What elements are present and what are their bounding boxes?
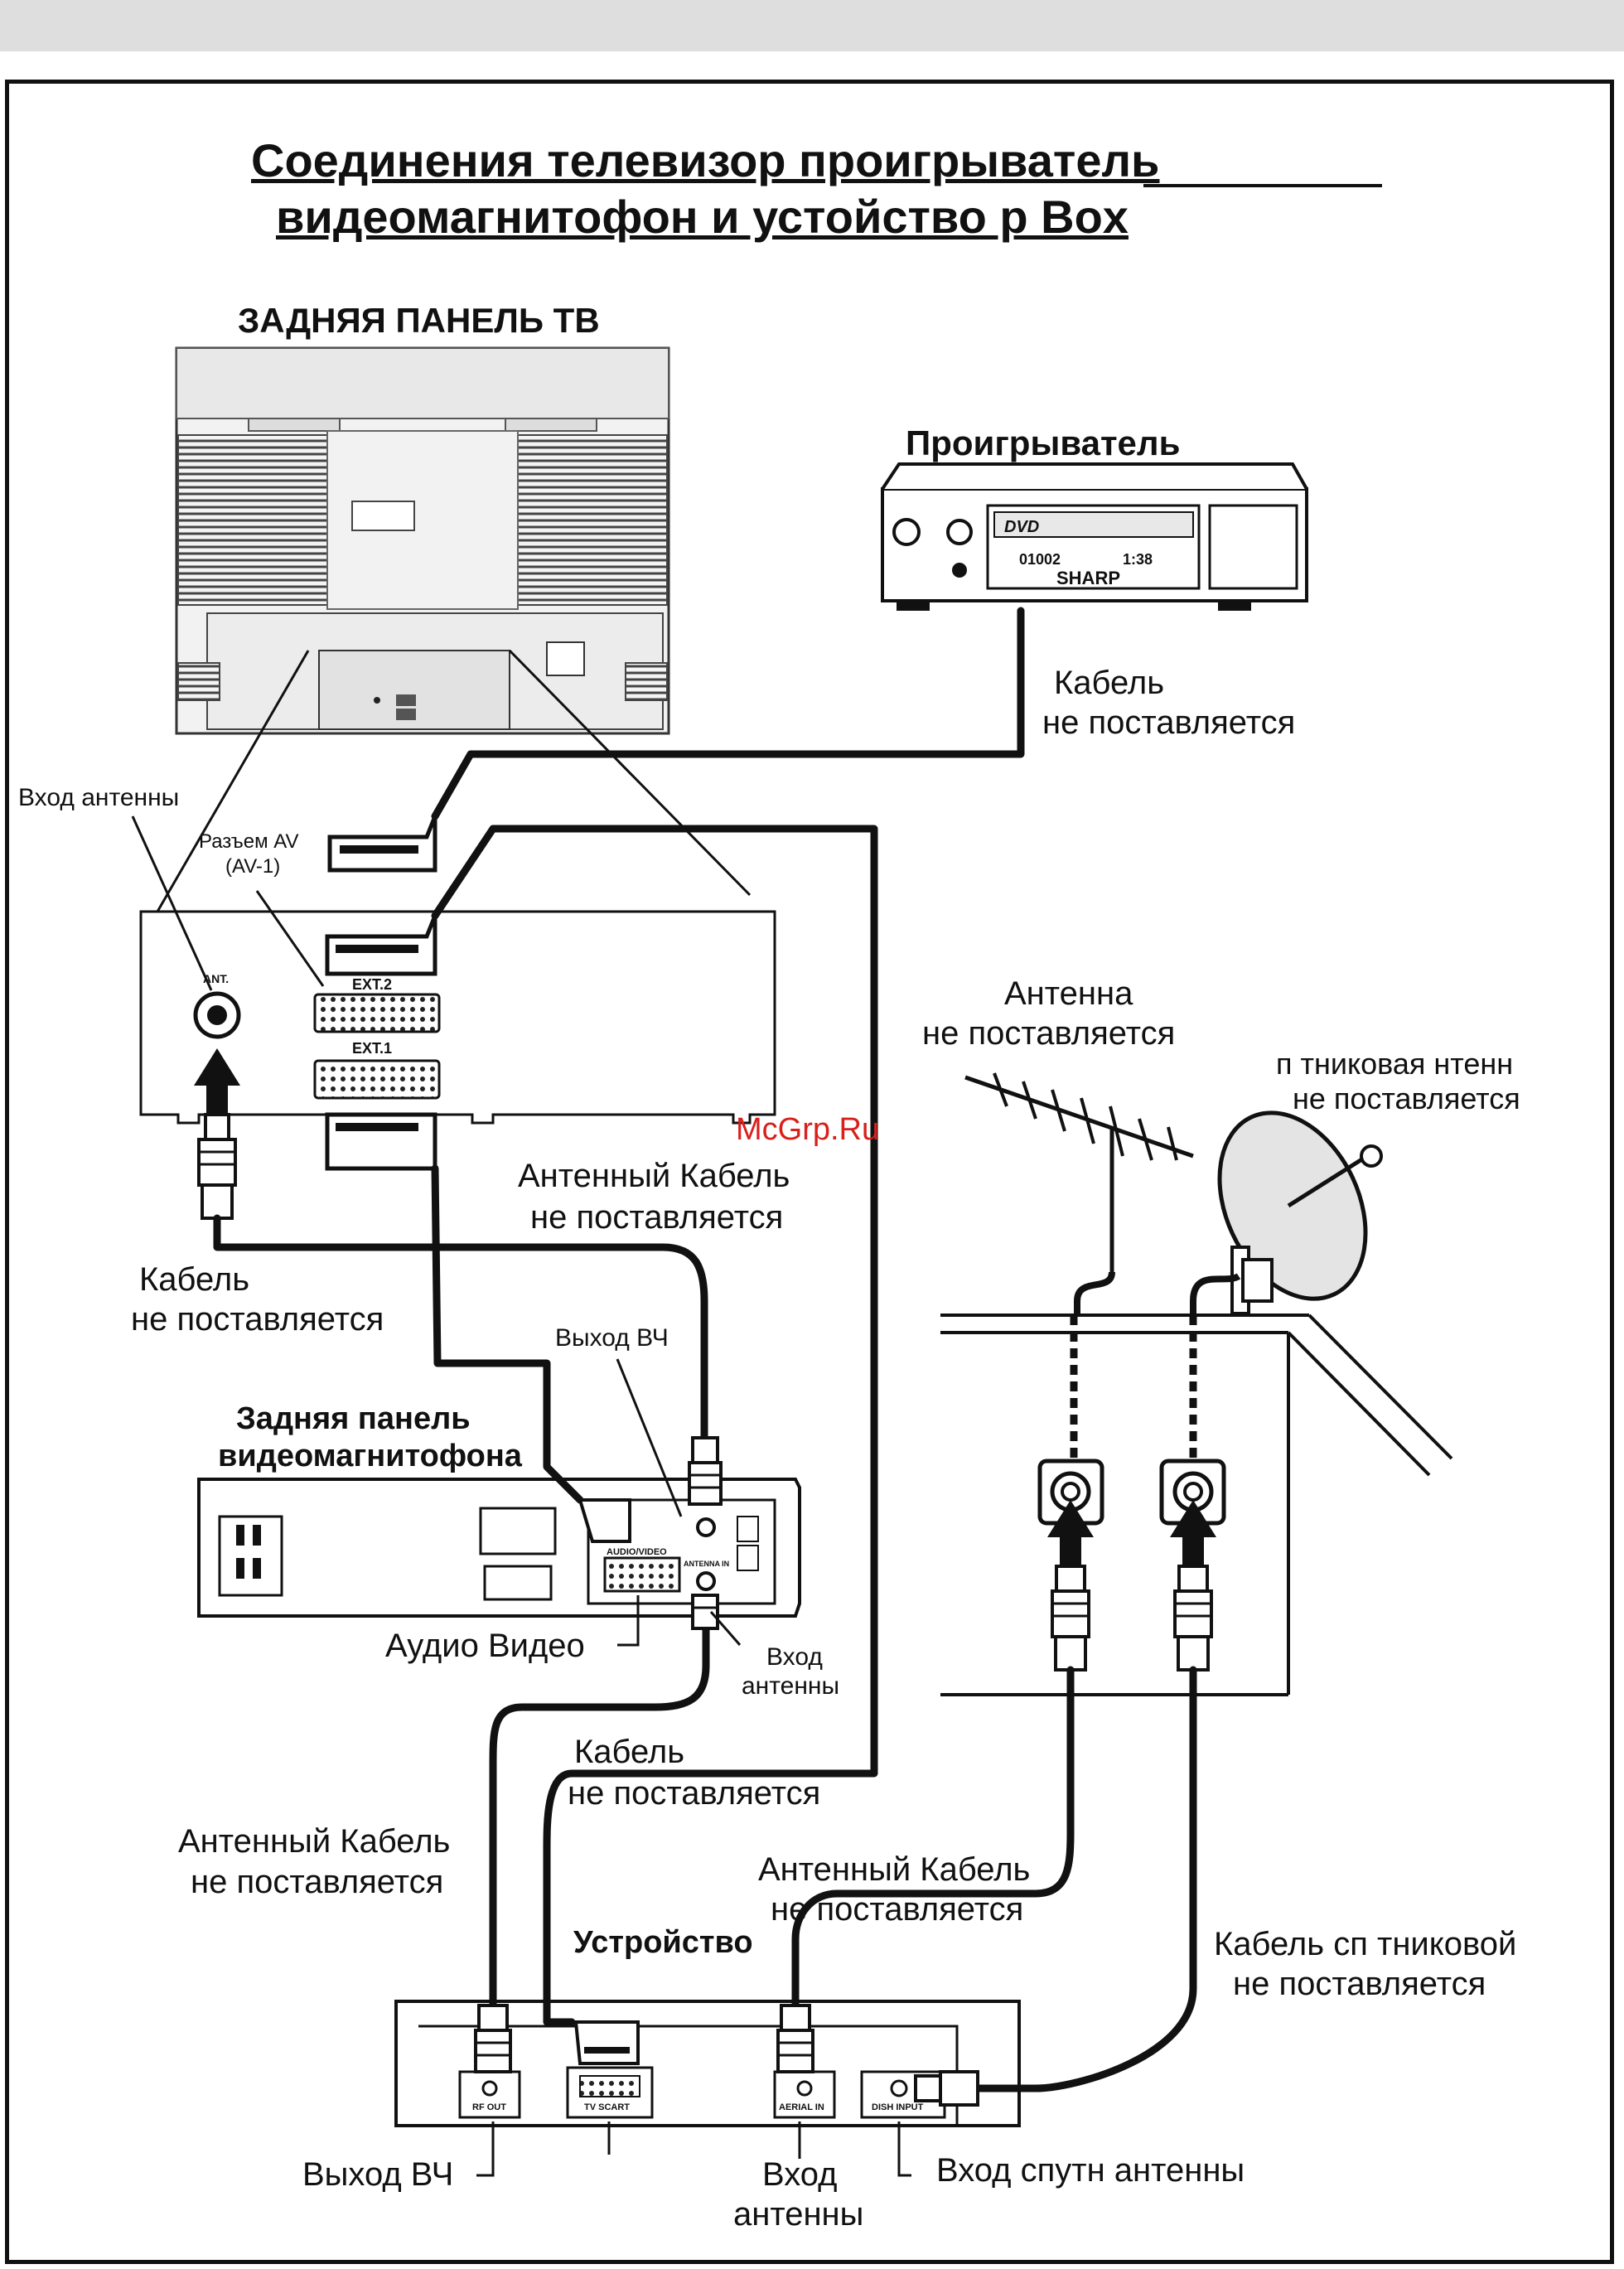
vcr-av-panel-label: AUDIO/VIDEO xyxy=(607,1547,667,1557)
tv-cable-line-1: Кабель xyxy=(139,1261,250,1298)
left-antenna-cable-line-2: не поставляется xyxy=(191,1864,444,1900)
cable-stb-dish-to-wall xyxy=(974,1666,1197,2092)
title-line-1: Соединения телевизор проигрыватель xyxy=(251,134,1160,186)
title-line-2: видеомагнитофон и устойство р Box xyxy=(276,191,1129,243)
vcr-antenna-in-line-2: антенны xyxy=(742,1672,840,1700)
player-heading: Проигрыватель xyxy=(906,423,1181,462)
dvd-logo: DVD xyxy=(1004,518,1040,536)
vcr-antenna-cable-line-1: Антенный Кабель xyxy=(518,1158,790,1194)
scart-plug-dvd xyxy=(327,815,437,873)
dish-cable-line-2: не поставляется xyxy=(1233,1966,1486,2002)
zoom-line-right xyxy=(508,649,752,897)
tv-connector-panel xyxy=(139,910,776,1125)
antenna-line-2: не поставляется xyxy=(922,1015,1176,1052)
tv-rear-panel xyxy=(175,346,670,735)
vcr-antenna-cable-line-2: не поставляется xyxy=(530,1199,784,1236)
player-cable-line-1: Кабель xyxy=(1054,665,1165,701)
tv-ant-panel-label: ANT. xyxy=(203,972,230,985)
title-underline-extension xyxy=(1143,184,1382,187)
dvd-display-left: 01002 xyxy=(1019,551,1061,568)
stb-plug-dish xyxy=(914,2070,979,2107)
vcr-rf-plug xyxy=(688,1436,723,1506)
dvd-display-right: 1:38 xyxy=(1123,551,1153,568)
stb-plug-aerial xyxy=(776,2004,814,2073)
tv-heading: ЗАДНЯЯ ПАНЕЛЬ ТВ xyxy=(238,301,600,340)
stb-rf-out-label: Выход ВЧ xyxy=(302,2156,454,2193)
vcr-antenna-in-panel-label: ANTENNA IN xyxy=(684,1560,730,1568)
cables xyxy=(213,607,1197,2092)
middle-cable-line-1: Кабель xyxy=(574,1734,685,1770)
left-antenna-cable-line-1: Антенный Кабель xyxy=(178,1823,451,1860)
vcr-audio-video-label: Аудио Видео xyxy=(385,1628,585,1664)
scart-plug-ext2 xyxy=(325,915,437,976)
tv-ext1-label: EXT.1 xyxy=(352,1040,393,1057)
cable-tv-ant-to-vcr xyxy=(213,1214,708,1442)
cable-stb-aerial-to-wall xyxy=(791,1666,1075,2010)
leader-lines xyxy=(131,815,911,2177)
cable-dvd-to-tv xyxy=(431,607,1025,820)
cable-vcr-to-stb xyxy=(489,1620,710,2010)
top-bar xyxy=(0,0,1624,51)
stb-plug-scart xyxy=(573,2020,640,2065)
stb-dish-input-panel-label: DISH INPUT xyxy=(872,2102,924,2112)
stb-plug-rf xyxy=(474,2004,512,2073)
tv-ant-arrow xyxy=(194,1048,240,1220)
cable-ext1-to-vcr xyxy=(431,1164,584,1504)
player-cable-line-2: не поставляется xyxy=(1042,704,1296,741)
stb-tv-scart-panel-label: TV SCART xyxy=(584,2102,630,2112)
tv-antenna-input-label: Вход антенны xyxy=(18,784,180,811)
dvd-player xyxy=(881,462,1308,611)
dvd-brand: SHARP xyxy=(1056,568,1121,588)
tv-cable-line-2: не поставляется xyxy=(131,1301,384,1338)
scart-plug-ext1 xyxy=(325,1112,437,1171)
vcr-rear-panel xyxy=(197,1478,801,1618)
tv-ext2-label: EXT.2 xyxy=(352,976,393,993)
right-antenna-cable-line-1: Антенный Кабель xyxy=(758,1851,1031,1888)
stb-sat-antenna-in-label: Вход спутн антенны xyxy=(936,2152,1245,2189)
satellite-dish xyxy=(1190,1110,1383,1315)
yagi-antenna xyxy=(964,1072,1194,1315)
page-frame xyxy=(5,80,1614,2264)
vcr-rf-out-label: Выход ВЧ xyxy=(555,1324,669,1352)
middle-cable-line-2: не поставляется xyxy=(568,1775,821,1812)
vcr-antenna-in-line-1: Вход xyxy=(766,1643,823,1671)
dish-line-2: не поставляется xyxy=(1293,1081,1520,1115)
vcr-ant-plug xyxy=(691,1594,719,1630)
vcr-scart-plug xyxy=(578,1498,631,1543)
wall-arrow-dish xyxy=(1170,1500,1216,1672)
wall-arrow-antenna xyxy=(1047,1500,1094,1672)
zoom-line-left xyxy=(156,650,310,912)
stb-heading: Устройство xyxy=(573,1925,753,1960)
cable-ext2-to-stb xyxy=(431,825,878,2026)
stb-antenna-in-line-1: Вход xyxy=(762,2156,838,2193)
antenna-line-1: Антенна xyxy=(1004,975,1133,1012)
dish-cable-line-1: Кабель сп тниковой xyxy=(1214,1926,1517,1962)
watermark: McGrp.Ru xyxy=(736,1112,880,1147)
dish-line-1: п тниковая нтенн xyxy=(1276,1047,1514,1081)
right-antenna-cable-line-2: не поставляется xyxy=(771,1891,1024,1928)
vcr-heading-line-2: видеомагнитофона xyxy=(218,1439,522,1473)
stb-aerial-in-panel-label: AERIAL IN xyxy=(779,2102,824,2112)
av-socket-line-2: (AV-1) xyxy=(225,855,281,878)
av-socket-line-1: Разъем AV xyxy=(199,830,299,853)
stb-antenna-in-line-2: антенны xyxy=(733,2196,864,2233)
vcr-heading-line-1: Задняя панель xyxy=(236,1401,471,1436)
stb-rf-out-panel-label: RF OUT xyxy=(472,2102,506,2112)
